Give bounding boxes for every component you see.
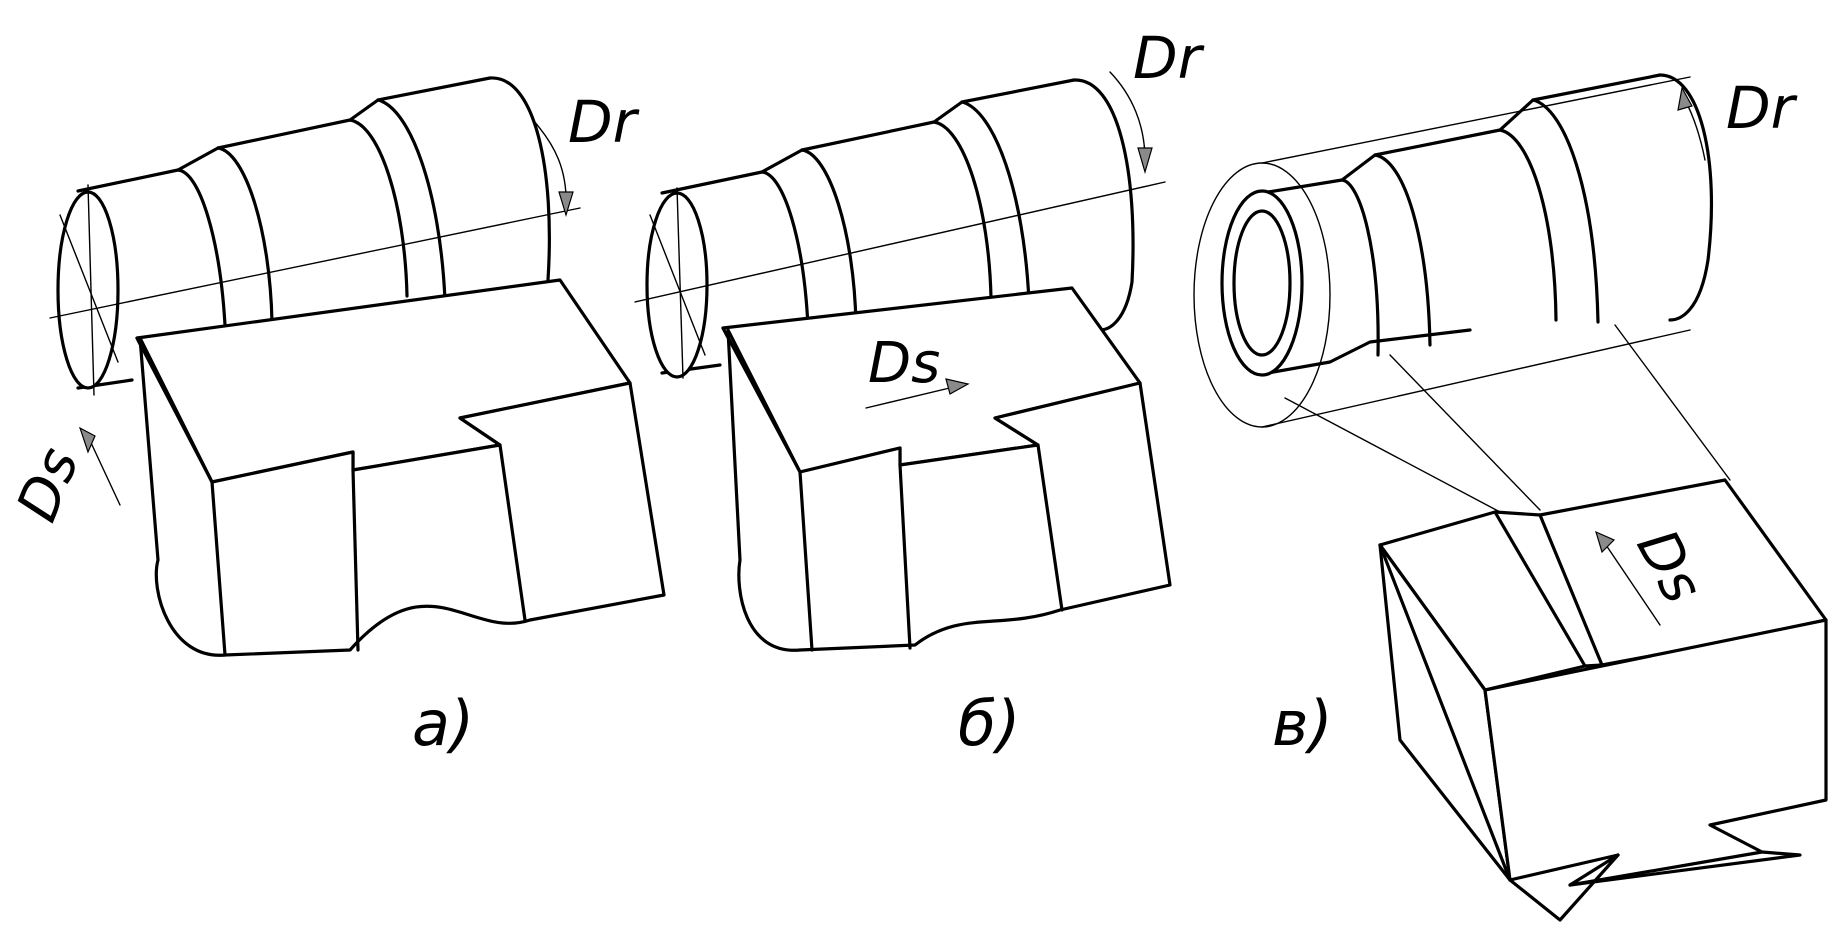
panel-a-cutting-tool [135, 278, 666, 657]
panel-v-rotation-arrow [1677, 86, 1706, 161]
panel-v-feed-arrow [1595, 530, 1661, 626]
panel-v-projection-line [1284, 397, 1501, 513]
panel-v: Dr Ds в) [1193, 73, 1828, 922]
panel-v-projection-line [1389, 354, 1541, 511]
panel-b-feed-arrow [865, 378, 970, 409]
panel-a-workpiece [56, 76, 551, 390]
panel-b-axis-line [634, 181, 1166, 303]
panel-a-shaft-end [56, 190, 120, 390]
panel-a-section-line-vertical [87, 184, 95, 396]
panel-b-section-line-diagonal [649, 214, 706, 356]
panel-b: Dr Ds б) [634, 24, 1205, 760]
panel-b-rotation-label: Dr [1133, 24, 1205, 92]
panel-a-feed-label: Ds [5, 439, 92, 530]
panel-a-feed-arrow [78, 426, 121, 506]
panel-b-section-line-vertical [676, 187, 684, 379]
panel-b-rotation-arrow [1109, 71, 1153, 175]
panel-v-workpiece [1220, 73, 1714, 377]
panel-v-projection-line [1614, 324, 1731, 481]
panel-v-caption: в) [1272, 687, 1333, 760]
panel-b-cutting-tool [721, 286, 1172, 652]
panel-v-initial-blank [1193, 76, 1691, 428]
panel-a-rotation-label: Dr [568, 88, 640, 156]
panel-v-shaft-bore [1232, 209, 1292, 357]
panel-a: Dr Ds а) [5, 76, 666, 760]
panel-a-rotation-arrow [532, 119, 574, 218]
panel-b-feed-label: Ds [868, 331, 940, 396]
panel-a-axis-line [49, 207, 581, 319]
panel-a-section-line-diagonal [59, 214, 119, 363]
panel-v-cutting-tool [1378, 478, 1828, 922]
panel-a-caption: а) [412, 687, 474, 760]
panel-v-rotation-label: Dr [1726, 74, 1798, 142]
panel-b-caption: б) [958, 687, 1020, 760]
